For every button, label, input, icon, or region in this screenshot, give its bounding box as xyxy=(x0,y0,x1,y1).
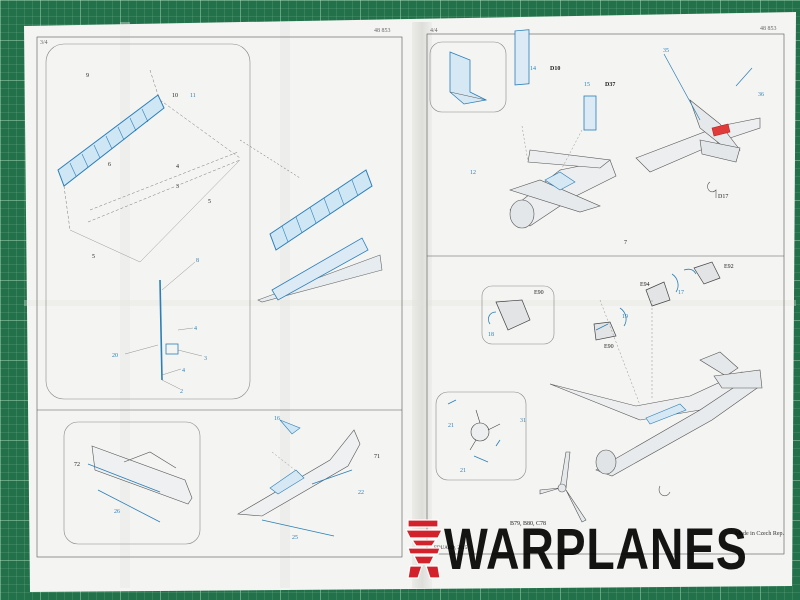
right-sheet-code: 48 853 xyxy=(760,26,777,32)
fighter-aircraft-main xyxy=(549,299,763,497)
right-page-frame xyxy=(426,33,785,555)
callout-12: 12 xyxy=(470,170,476,176)
made-in-footer: Made in Czech Rep. xyxy=(735,531,784,537)
callout-25: 25 xyxy=(292,535,298,541)
callout-10: 10 xyxy=(172,93,178,99)
twin-engine-aircraft xyxy=(509,125,617,229)
callout-5b: 5 xyxy=(92,254,95,260)
seat-detail xyxy=(449,51,488,105)
callout-3: 3 xyxy=(176,184,179,190)
panel-canopy-detail xyxy=(481,285,555,345)
callout-22: 22 xyxy=(358,490,364,496)
callout-14: 14 xyxy=(530,66,536,72)
callout-71: 71 xyxy=(374,454,380,460)
callout-20: 20 xyxy=(112,353,118,359)
callout-19: 19 xyxy=(622,314,628,320)
callout-35: 35 xyxy=(663,48,669,54)
left-sheet-code: 48 853 xyxy=(374,28,391,34)
part-code-e90a: E90 xyxy=(534,290,544,296)
part-code-e94: E94 xyxy=(640,282,650,288)
fighter-fuselage xyxy=(237,419,361,537)
armor-plate-d37 xyxy=(583,95,597,131)
part-code-e90b: E90 xyxy=(604,344,614,350)
aircraft-cockpit-view xyxy=(635,53,761,198)
callout-26: 26 xyxy=(114,509,120,515)
part-code-d37: D37 xyxy=(605,82,615,88)
panel-spinner-detail xyxy=(435,391,527,481)
paper-sheet xyxy=(24,12,796,592)
callout-21b: 21 xyxy=(460,468,466,474)
callout-7: 7 xyxy=(624,240,627,246)
callout-8: 8 xyxy=(196,258,199,264)
right-page-number: 4/4 xyxy=(430,28,438,34)
callout-16: 16 xyxy=(274,416,280,422)
callout-17: 17 xyxy=(678,290,684,296)
panel-fuselage-detail xyxy=(63,421,201,545)
callout-31: 31 xyxy=(520,418,526,424)
callout-72: 72 xyxy=(74,462,80,468)
callout-21a: 21 xyxy=(448,423,454,429)
panel-flap-assembly xyxy=(45,43,251,400)
red-jet-logo-icon xyxy=(405,519,443,579)
armor-plate-d10 xyxy=(514,29,530,86)
wing-flap-installed xyxy=(239,139,383,303)
callout-2: 2 xyxy=(180,389,183,395)
canopy-parts xyxy=(495,261,721,341)
callout-3b: 3 xyxy=(204,356,207,362)
part-code-d10: D10 xyxy=(550,66,560,72)
copyright-footer: EDUARD, 2015 xyxy=(434,546,468,551)
callout-4b: 4 xyxy=(194,326,197,332)
callout-36: 36 xyxy=(758,92,764,98)
part-code-d17: D17 xyxy=(718,194,728,200)
part-code-e92: E92 xyxy=(724,264,734,270)
callout-9: 9 xyxy=(86,73,89,79)
callout-18: 18 xyxy=(488,332,494,338)
callout-6: 6 xyxy=(108,162,111,168)
left-page-frame xyxy=(36,36,403,558)
spinner-detail xyxy=(447,399,501,463)
watermark-text: WARPLANES xyxy=(444,517,748,582)
strut-part xyxy=(159,279,179,381)
propeller xyxy=(539,451,587,523)
flap-photoetch-part xyxy=(57,94,165,187)
propeller-part-codes: B79, B80, C78 xyxy=(510,521,546,527)
callout-4: 4 xyxy=(176,164,179,170)
left-page-number: 3/4 xyxy=(40,40,48,46)
warplanes-watermark: WARPLANES xyxy=(402,514,792,584)
callout-4c: 4 xyxy=(182,368,185,374)
callout-5a: 5 xyxy=(208,199,211,205)
fuselage-cockpit-detail xyxy=(87,445,193,523)
panel-seat-detail xyxy=(429,41,507,113)
callout-11: 11 xyxy=(190,93,196,99)
callout-15: 15 xyxy=(584,82,590,88)
